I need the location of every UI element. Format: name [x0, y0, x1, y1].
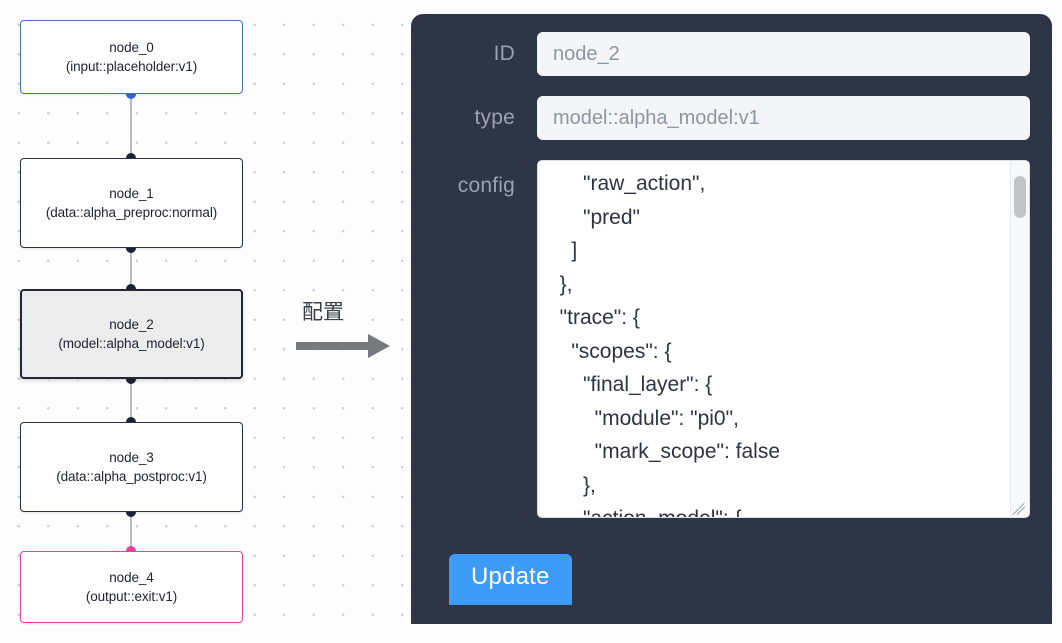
graph-node-node_1[interactable]: node_1 (data::alpha_preproc:normal): [20, 158, 243, 248]
id-field-label: ID: [493, 42, 515, 65]
graph-node-node_3[interactable]: node_3 (data::alpha_postproc:v1): [20, 422, 243, 512]
graph-node-node_4[interactable]: node_4 (output::exit:v1): [20, 551, 243, 623]
config-scrollbar-thumb[interactable]: [1014, 176, 1026, 218]
graph-node-label: node_3 (data::alpha_postproc:v1): [56, 450, 207, 484]
config-field-label: config: [457, 174, 515, 197]
update-button[interactable]: Update: [449, 554, 572, 605]
node-port[interactable]: [126, 507, 136, 517]
graph-node-node_0[interactable]: node_0 (input::placeholder:v1): [20, 20, 243, 94]
node-inspector-panel: ID type config "raw_action", "pred" ] },…: [411, 14, 1052, 624]
config-textarea[interactable]: "raw_action", "pred" ] }, "trace": { "sc…: [537, 160, 1030, 518]
resize-handle-icon[interactable]: [1011, 499, 1029, 517]
field-row-id: ID: [433, 32, 1030, 76]
graph-node-label: node_0 (input::placeholder:v1): [65, 40, 198, 74]
edge-node_0-node_1[interactable]: [130, 94, 132, 158]
edge-node_2-node_3[interactable]: [130, 379, 132, 422]
graph-node-label: node_2 (model::alpha_model:v1): [58, 317, 205, 351]
node-port[interactable]: [126, 374, 136, 384]
config-editor-wrap: "raw_action", "pred" ] }, "trace": { "sc…: [537, 160, 1030, 518]
graph-node-node_2[interactable]: node_2 (model::alpha_model:v1): [20, 289, 243, 379]
edge-node_3-node_4[interactable]: [130, 512, 132, 551]
type-input[interactable]: [537, 96, 1030, 140]
field-row-config: config "raw_action", "pred" ] }, "trace"…: [433, 160, 1030, 518]
edge-node_1-node_2[interactable]: [130, 248, 132, 289]
type-field-label: type: [474, 106, 515, 129]
config-scrollbar[interactable]: [1010, 162, 1028, 516]
field-row-type: type: [433, 96, 1030, 140]
node-port[interactable]: [126, 243, 136, 253]
node-port[interactable]: [126, 89, 136, 99]
id-input[interactable]: [537, 32, 1030, 76]
annotation-label: 配置: [302, 300, 344, 324]
right-arrow-icon: [296, 332, 392, 365]
configure-annotation: 配置: [296, 296, 392, 364]
graph-node-label: node_4 (output::exit:v1): [85, 570, 178, 604]
graph-node-label: node_1 (data::alpha_preproc:normal): [45, 186, 218, 220]
